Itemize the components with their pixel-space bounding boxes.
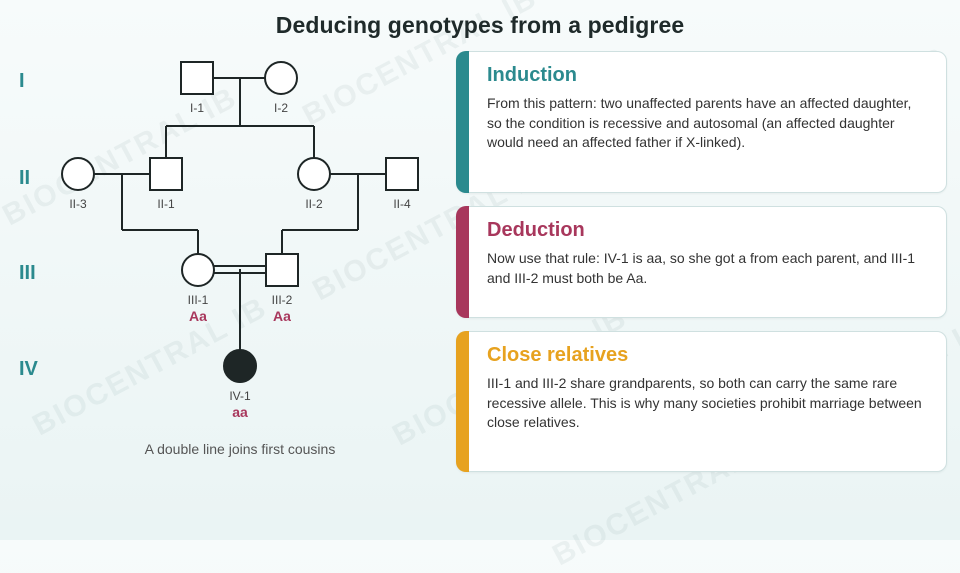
individual-label: II-2 xyxy=(305,197,323,211)
female-unaffected-i-2 xyxy=(264,61,298,95)
individual-label: I-2 xyxy=(274,101,288,115)
card-deduction: Deduction Now use that rule: IV-1 is aa,… xyxy=(456,206,947,318)
genotype-label: Aa xyxy=(189,308,207,324)
card-close-relatives: Close relatives III-1 and III-2 share gr… xyxy=(456,331,947,472)
card-text: Now use that rule: IV-1 is aa, so she go… xyxy=(487,250,916,286)
generation-label-iv: IV xyxy=(19,358,38,380)
generation-label-i: I xyxy=(19,70,25,92)
genotype-label: Aa xyxy=(273,308,291,324)
pedigree-lines xyxy=(94,77,386,350)
individual-label: III-1 xyxy=(188,293,209,307)
card-induction: Induction From this pattern: two unaffec… xyxy=(456,51,947,193)
card-accent-bar xyxy=(456,206,469,318)
genotype-label: aa xyxy=(232,404,248,420)
card-text: III-1 and III-2 share grandparents, so b… xyxy=(487,375,922,430)
individual-label: II-3 xyxy=(69,197,87,211)
female-unaffected-ii-2 xyxy=(297,157,331,191)
card-heading: Close relatives xyxy=(487,344,629,366)
individual-label: IV-1 xyxy=(229,389,251,403)
male-unaffected-ii-4 xyxy=(385,157,419,191)
female-unaffected-iii-1 xyxy=(181,253,215,287)
male-unaffected-iii-2 xyxy=(265,253,299,287)
female-unaffected-ii-3 xyxy=(61,157,95,191)
individual-label: III-2 xyxy=(272,293,293,307)
individual-label: II-1 xyxy=(157,197,175,211)
pedigree-chart: I-1 I-2 II-3 II-1 II-2 II-4 III-1 III-2 … xyxy=(61,61,419,420)
female-affected-iv-1 xyxy=(223,349,257,383)
individual-label: I-1 xyxy=(190,101,204,115)
card-heading: Deduction xyxy=(487,219,585,241)
male-unaffected-i-1 xyxy=(180,61,214,95)
generation-label-iii: III xyxy=(19,262,36,284)
page-title: Deducing genotypes from a pedigree xyxy=(275,12,685,38)
generation-label-ii: II xyxy=(19,167,31,189)
individual-label: II-4 xyxy=(393,197,411,211)
card-text: From this pattern: two unaffected parent… xyxy=(487,95,912,150)
card-accent-bar xyxy=(456,331,469,472)
card-accent-bar xyxy=(456,51,469,193)
card-heading: Induction xyxy=(487,64,577,86)
male-unaffected-ii-1 xyxy=(149,157,183,191)
pedigree-caption: A double line joins first cousins xyxy=(144,441,336,457)
